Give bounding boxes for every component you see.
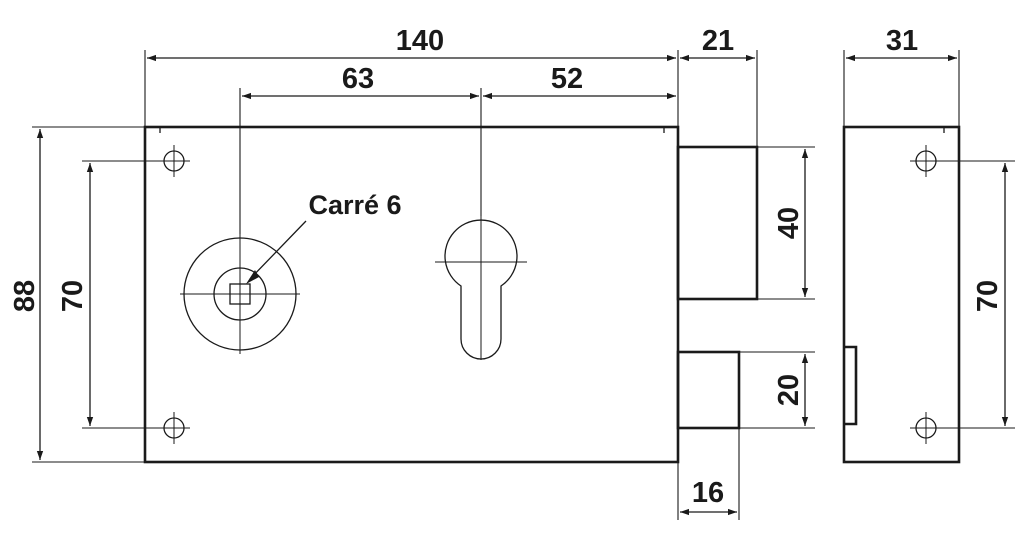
extension-lines [32, 50, 1015, 520]
cylinder-keyhole [435, 216, 527, 360]
dimension-lines [36, 54, 1009, 516]
spindle-rose [180, 234, 300, 354]
latch-bolt [676, 350, 741, 430]
dim-side-depth: 31 [886, 25, 918, 57]
dim-spindle-offset: 63 [342, 63, 374, 95]
dim-deadbolt-height: 40 [773, 207, 805, 239]
dim-fixing-spacing-side: 70 [972, 280, 1004, 312]
fixing-hole-top-left [158, 145, 190, 177]
side-case-outline [842, 125, 961, 464]
spindle-callout-label: Carré 6 [308, 190, 401, 220]
spindle-callout-leader [249, 220, 307, 280]
dim-latch-projection: 16 [692, 477, 724, 509]
side-view [842, 125, 961, 464]
case-corner-marks [159, 127, 665, 133]
dim-overall-width: 140 [396, 25, 444, 57]
dim-overall-height: 88 [9, 280, 41, 312]
dim-bolt-projection: 21 [702, 25, 734, 57]
dim-cylinder-offset: 52 [551, 63, 583, 95]
front-view [143, 125, 759, 464]
fixing-hole-side-bottom [910, 412, 942, 444]
dim-fixing-spacing-front: 70 [57, 280, 89, 312]
deadbolt [676, 145, 759, 301]
fixing-hole-bottom-left [158, 412, 190, 444]
side-latch-edge [844, 345, 858, 426]
dim-latch-height: 20 [773, 374, 805, 406]
fixing-hole-side-top [910, 145, 942, 177]
